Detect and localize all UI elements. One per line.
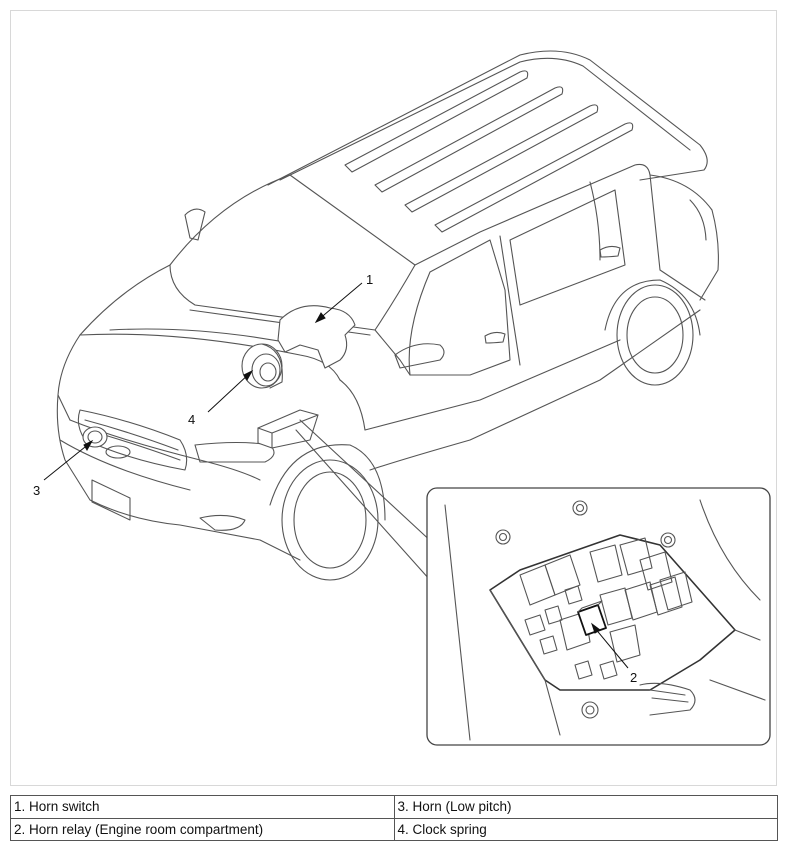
legend-item-horn: 3. Horn (Low pitch): [397, 799, 512, 814]
horn-switch-part: [277, 305, 356, 369]
component-location-diagram: 1 4 3 2: [33, 50, 771, 746]
legend-item-horn-switch: 1. Horn switch: [14, 799, 100, 814]
callout-1: 1: [366, 272, 373, 287]
legend-column-left: 1. Horn switch 2. Horn relay (Engine roo…: [11, 796, 394, 840]
callout-2: 2: [630, 670, 637, 685]
legend-item-horn-relay: 2. Horn relay (Engine room compartment): [11, 818, 394, 841]
callout-4: 4: [188, 412, 195, 427]
parts-legend-table: 1. Horn switch 2. Horn relay (Engine roo…: [10, 795, 778, 841]
legend-item-clock-spring: 4. Clock spring: [394, 818, 777, 841]
relay-box-detail-inset: [426, 487, 771, 746]
clock-spring-part: [241, 343, 283, 389]
legend-column-right: 3. Horn (Low pitch) 4. Clock spring: [393, 796, 777, 841]
horn-relay-part: [577, 604, 607, 636]
callout-leaders: [43, 282, 629, 669]
callout-3: 3: [33, 483, 40, 498]
